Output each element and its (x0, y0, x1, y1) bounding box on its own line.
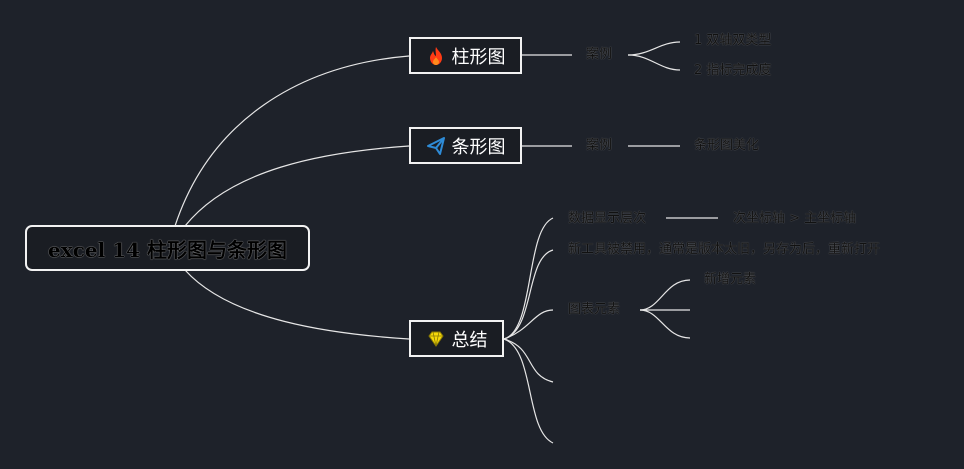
diamond-icon (426, 329, 446, 349)
root-label: excel 14 柱形图与条形图 (48, 237, 287, 262)
branch-label: 条形图 (451, 136, 506, 158)
root-node[interactable]: excel 14 柱形图与条形图 (25, 225, 310, 271)
summary-item[interactable]: 图表元素 (568, 302, 621, 317)
leaf-node[interactable]: 2 指标完成度 (694, 63, 772, 78)
link-summary-2 (503, 249, 554, 340)
leaf-node[interactable]: 次坐标轴 > 主坐标轴 (733, 211, 857, 226)
link-elements-1 (639, 279, 691, 311)
branch-label: 柱形图 (451, 46, 506, 68)
fire-icon (426, 46, 446, 66)
paper-plane-icon (426, 136, 446, 156)
link-root-branch-2 (184, 145, 410, 227)
link-root-branch-3 (184, 269, 410, 340)
link-summary-5 (503, 338, 554, 444)
link-root-branch-1 (174, 55, 410, 227)
case-node[interactable]: 案例 (586, 47, 613, 62)
leaf-node[interactable]: 1 双轴双类型 (694, 33, 772, 48)
leaf-node[interactable]: 新增元素 (704, 272, 757, 287)
link-elements-3 (639, 309, 691, 339)
link-case1-item1 (627, 41, 681, 56)
link-summary-1 (503, 217, 554, 340)
branch-node-bar-chart[interactable]: 条形图 (409, 127, 522, 164)
branch-label: 总结 (451, 329, 488, 351)
summary-item[interactable]: 数据显示层次 (568, 211, 647, 226)
branch-node-summary[interactable]: 总结 (409, 320, 504, 357)
link-summary-4 (503, 338, 554, 383)
leaf-node[interactable]: 条形图美化 (694, 138, 760, 153)
case-node[interactable]: 案例 (586, 138, 613, 153)
link-case1-item2 (627, 54, 681, 71)
summary-item[interactable]: 新工具被禁用，通常是版本太旧，另存为后，重新打开 (568, 242, 881, 257)
link-summary-3 (503, 309, 554, 340)
branch-node-column-chart[interactable]: 柱形图 (409, 37, 522, 74)
